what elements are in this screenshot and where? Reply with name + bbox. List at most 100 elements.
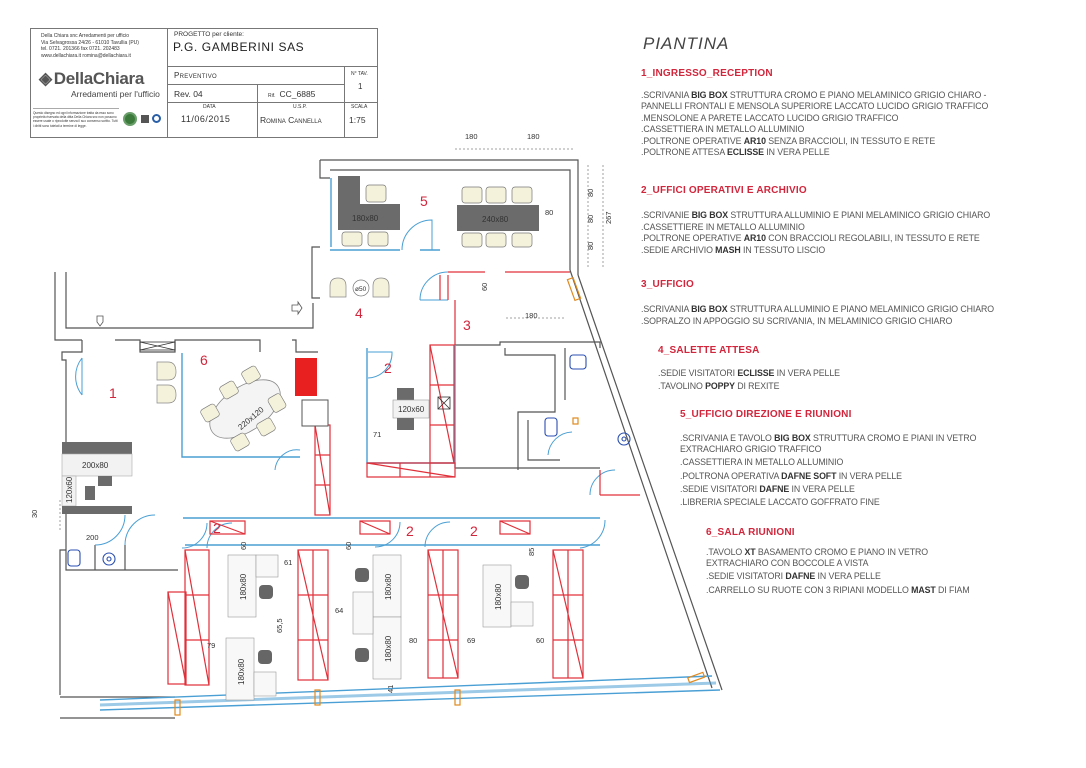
legend-item-text: STRUTTURA CROMO E PIANI IN VETRO xyxy=(810,433,977,443)
reference: Rif.CC_6885 xyxy=(268,89,316,99)
legend-item: .MENSOLONE A PARETE LACCATO LUCIDO GRIGI… xyxy=(641,113,898,124)
dim-table-80: 80 xyxy=(545,208,553,217)
legend-item-text: IN VERA PELLE xyxy=(763,147,830,158)
partition-red xyxy=(439,275,449,300)
legend-item-product: AR10 xyxy=(743,233,766,244)
wall-room5-outer xyxy=(320,159,579,275)
door-reception-b xyxy=(124,514,156,546)
wall-left-upper xyxy=(54,272,82,341)
legend-item-product: MAST xyxy=(911,584,936,595)
chairs-room5 xyxy=(341,184,533,248)
legend-item-text: STRUTTURA ALLUMINIO E PIANO MELAMINICO G… xyxy=(727,304,994,314)
reception-shelf xyxy=(62,506,132,514)
legend-item: .SEDIE VISITATORI ECLISSE IN VERA PELLE xyxy=(658,368,840,379)
dim-79: 79 xyxy=(207,641,215,650)
bookcase-office2-c xyxy=(427,549,459,679)
legend-item: .POLTRONE OPERATIVE AR10 CON BRACCIOLI R… xyxy=(641,233,980,244)
dimension-lines xyxy=(59,148,604,530)
dim-right-80-b: 80 xyxy=(586,215,595,223)
furniture-labels: 180x80 240x80 ø50 120x60 220x120 200x80 … xyxy=(65,214,509,685)
dim-right-80-c: 80 xyxy=(586,242,595,250)
desk-e xyxy=(482,564,512,628)
legend-item-text: CON BRACCIOLI REGOLABILI, IN TESSUTO E R… xyxy=(765,233,980,244)
drawer-e xyxy=(510,601,534,627)
bookcase-office2-a2 xyxy=(167,591,187,685)
dim-64: 64 xyxy=(335,606,343,615)
scale-label: SCALA xyxy=(351,104,368,110)
label-reception-desk: 200x80 xyxy=(82,461,109,470)
date-label: DATA xyxy=(203,104,216,110)
client-name: P.G. GAMBERINI SAS xyxy=(173,40,305,54)
legend-item: .CASSETTIERE IN METALLO ALLUMINIO xyxy=(641,222,805,233)
drawer-b xyxy=(253,671,277,697)
company-address: Della Chiara snc Arredamenti per ufficio… xyxy=(41,33,139,59)
legend-item: .CASSETTIERA IN METALLO ALLUMINIO xyxy=(641,124,804,135)
archive-box-2 xyxy=(139,341,176,351)
legend-item-product: POPPY xyxy=(705,381,735,391)
legend-item-product: XT xyxy=(744,547,756,557)
desk-d xyxy=(372,616,402,680)
dim-right-80-a: 80 xyxy=(586,189,595,197)
legend-item-text: DI REXITE xyxy=(734,381,780,391)
door-room6 xyxy=(274,449,301,471)
legend-item-text: .SCRIVANIE xyxy=(641,210,692,220)
legend-title: PIANTINA xyxy=(643,34,730,53)
legend-item-text: EXTRACHIARO CON BOCCOLE A VISTA xyxy=(706,558,869,568)
chairs-room6 xyxy=(200,365,287,452)
door-direz xyxy=(589,469,616,496)
legend-item: .TAVOLO XT BASAMENTO CROMO E PIANO IN VE… xyxy=(706,547,928,558)
bookcase-corridor-mid xyxy=(359,520,391,535)
legend-item-text: STRUTTURA ALLUMINIO E PIANI MELAMINICO G… xyxy=(728,210,991,220)
dim-top-180-b: 180 xyxy=(527,132,540,141)
legend-item: .CASSETTIERA IN METALLO ALLUMINIO xyxy=(680,457,843,468)
legend-item-text: .SEDIE VISITATORI xyxy=(706,571,786,582)
legend-section-title: 2_UFFICI OPERATIVI E ARCHIVIO xyxy=(641,185,807,196)
divider xyxy=(167,102,377,103)
entry-arrow-right-icon xyxy=(291,300,303,316)
entry-arrows xyxy=(96,300,303,327)
legend-section-title: 4_SALETTE ATTESA xyxy=(658,345,760,356)
glass-wall-room6 xyxy=(181,353,300,458)
sanitary-fixtures xyxy=(67,354,631,567)
sheet-number: 1 xyxy=(358,82,363,91)
legend-item-text: .CASSETTIERE IN METALLO ALLUMINIO xyxy=(641,221,805,232)
reception-desk xyxy=(61,453,133,477)
legend-item-text: .POLTRONE OPERATIVE xyxy=(641,233,744,244)
dim-200: 200 xyxy=(86,533,99,542)
label-office3-desk: 120x60 xyxy=(398,405,425,414)
legend-section-title: 1_INGRESSO_RECEPTION xyxy=(641,68,773,79)
glass-partitions xyxy=(99,178,721,711)
room-number-2-c: 2 xyxy=(470,523,478,539)
dim-65-5: 65,5 xyxy=(275,618,284,633)
dim-60-c: 60 xyxy=(536,636,544,645)
office-chairs xyxy=(258,568,529,664)
legend-item-product: BIG BOX xyxy=(774,433,811,443)
walls xyxy=(54,159,723,719)
legend-item-text: .MENSOLONE A PARETE LACCATO LUCIDO GRIGI… xyxy=(641,112,899,123)
door-entrance xyxy=(75,357,83,396)
legend-item: .SCRIVANIA E TAVOLO BIG BOX STRUTTURA CR… xyxy=(680,433,977,444)
room-number-2-a: 2 xyxy=(213,520,221,536)
door-office3 xyxy=(367,351,393,379)
dim-mid-180: 180 xyxy=(525,311,538,320)
revision: Rev. 04 xyxy=(174,89,203,99)
bookcase-corridor-right xyxy=(499,520,531,535)
label-desk-b: 180x80 xyxy=(237,658,246,685)
washbasin-icon xyxy=(617,432,631,446)
legend-item-text: .SCRIVANIA xyxy=(641,90,692,100)
legend-item: PANNELLI FRONTALI E MENSOLA SUPERIORE LA… xyxy=(641,101,988,112)
legend-item-text: .SCRIVANIA E TAVOLO xyxy=(680,433,775,443)
brand-logo: ◈DellaChiara xyxy=(39,69,145,88)
room-numbers: 5 4 3 6 1 2 2 2 2 2 xyxy=(109,193,478,539)
legend-item: .SEDIE VISITATORI DAFNE IN VERA PELLE xyxy=(680,484,855,495)
label-desk-d: 180x80 xyxy=(384,635,393,662)
bookcase-office2-d xyxy=(552,549,584,679)
wall-diagonal-inner xyxy=(569,269,713,689)
legend-item-text: DI FIAM xyxy=(935,584,970,595)
legend-item-product: BIG BOX xyxy=(691,90,728,100)
legend-item-text: IN VERA PELLE xyxy=(836,470,902,481)
direz-desk-return xyxy=(338,176,360,206)
designer: Romina Cannella xyxy=(260,115,322,125)
furniture xyxy=(61,176,539,701)
wc-reception-icon xyxy=(67,549,81,567)
